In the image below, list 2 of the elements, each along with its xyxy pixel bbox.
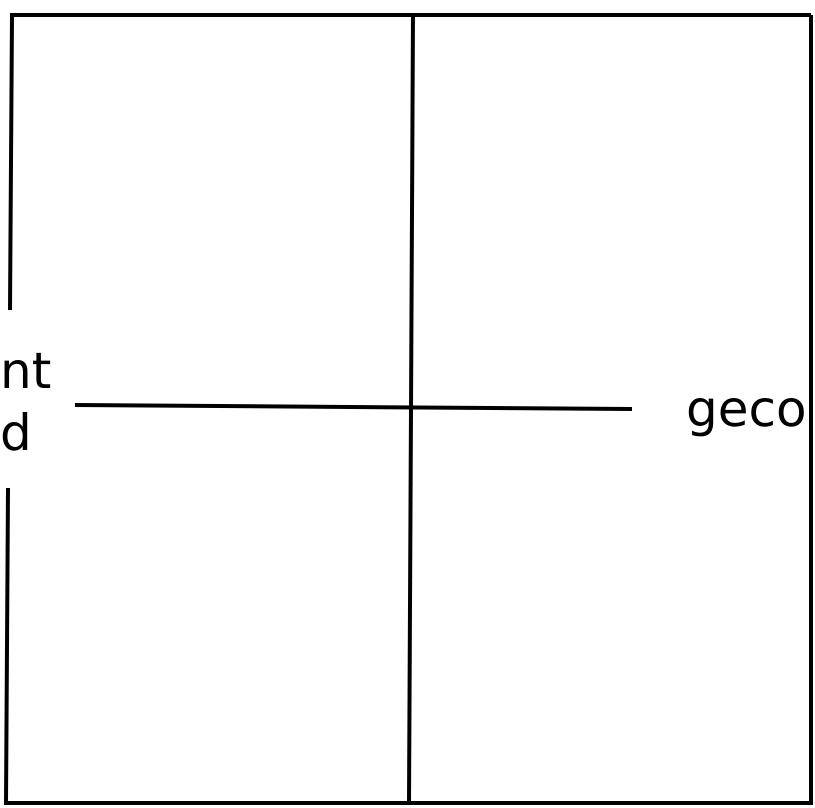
axis-label: geco [686,379,807,440]
axis-label: nt d [0,341,52,464]
